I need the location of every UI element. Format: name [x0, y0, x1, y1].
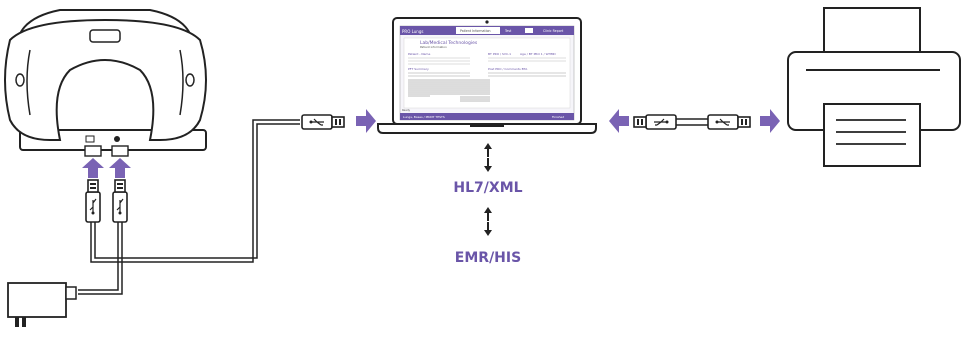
double-arrow-icon — [484, 207, 492, 236]
up-arrow-icon — [109, 158, 131, 178]
section-pft: PFT Summary — [408, 67, 429, 71]
tab-clinic-report: Clinic Report — [543, 29, 564, 33]
status-text: Ready — [402, 108, 411, 112]
power-adapter-icon — [7, 282, 77, 327]
report-title: Lab/Medical Technologies — [420, 40, 478, 46]
usb-port-icon — [111, 145, 129, 157]
usb-plug-icon — [301, 114, 345, 130]
statusbar-text: Lungs, Bases / PRINT TESTS — [403, 115, 445, 119]
usb-plug-icon — [633, 114, 677, 130]
usb-plug-icon — [85, 179, 101, 223]
protocol-label: HL7/XML — [453, 180, 522, 196]
laptop-screen: PRO Lungs Patient Information Test Clini… — [399, 25, 575, 121]
usb-cable — [78, 119, 300, 295]
section-age: Age / BT PRO 1 / WHMD — [520, 52, 556, 56]
right-arrow-icon — [356, 109, 376, 133]
statusbar-right: Finished — [552, 115, 564, 119]
usb-plug-icon — [112, 179, 128, 223]
app-title: PRO Lungs — [402, 29, 423, 34]
right-arrow-icon — [760, 109, 780, 133]
section-bt: BT PRO / SVC-1 — [488, 52, 511, 56]
printer-icon — [787, 7, 961, 167]
section-patient: Patient - Name — [408, 52, 430, 56]
section-post: Post PRO / Comments BTA — [488, 67, 528, 71]
system-label: EMR/HIS — [455, 250, 521, 266]
left-arrow-icon — [609, 109, 629, 133]
double-arrow-icon — [484, 143, 492, 172]
tab-patient-information: Patient Information — [460, 29, 491, 33]
up-arrow-icon — [82, 158, 104, 178]
tab-test: Test — [504, 29, 512, 33]
usb-plug-icon — [707, 114, 751, 130]
usb-cable — [676, 118, 708, 126]
report-subtitle: Patient information — [420, 45, 447, 49]
usb-port-icon — [84, 145, 102, 157]
cradle-device-icon — [4, 9, 207, 151]
